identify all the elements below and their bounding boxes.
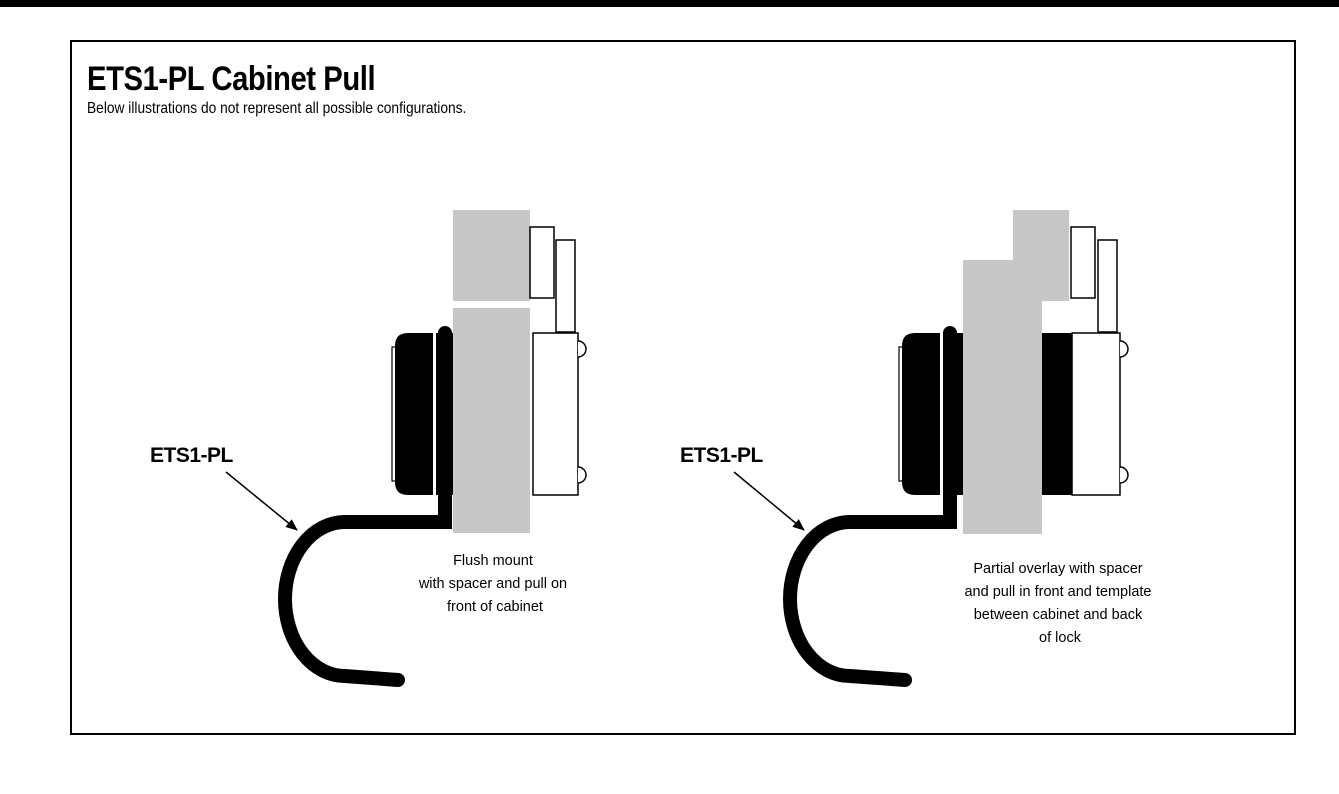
caption-line: front of cabinet (447, 599, 543, 615)
cabinet-panel-overlay (963, 260, 1042, 534)
cam-plate-long (1097, 239, 1118, 333)
cam-plate-short (1070, 226, 1096, 299)
ets1-pl-pull (783, 326, 957, 687)
template (1042, 333, 1072, 495)
lock-screw-bottom (577, 466, 587, 484)
cabinet-panel-lower (453, 308, 530, 533)
caption-line: and pull in front and template (964, 584, 1151, 600)
ets1-pl-pull (278, 326, 452, 687)
caption-line: of lock (1039, 630, 1082, 646)
lock-screw-bottom (1119, 466, 1129, 484)
caption-line: Flush mount (453, 553, 533, 569)
label-arrow (733, 471, 805, 531)
caption-line: Partial overlay with spacer (973, 561, 1142, 577)
page-title: ETS1-PL Cabinet Pull (87, 60, 376, 98)
cam-plate-short (529, 226, 555, 299)
figure-frame (70, 40, 1296, 735)
caption-line: between cabinet and back (974, 607, 1143, 623)
figure-caption: Partial overlay with spacer and pull in … (964, 561, 1155, 646)
caption-line: with spacer and pull on (418, 576, 567, 592)
keypad-edge-line (391, 346, 400, 482)
lock-keypad (902, 333, 940, 495)
cam-plate-long (555, 239, 576, 333)
cabinet-panel-upper (453, 210, 530, 301)
figure-partial-overlay: ETS1-PL Partial overlay with spacer and … (680, 210, 1155, 687)
figure-caption: Flush mount with spacer and pull on fron… (418, 553, 571, 615)
lock-screw-top (577, 340, 587, 358)
label-arrow (225, 471, 298, 531)
part-label: ETS1-PL (680, 444, 764, 467)
figure-flush-mount: ETS1-PL Flush mount with spacer and pull… (150, 210, 587, 687)
part-label: ETS1-PL (150, 444, 234, 467)
top-rule (0, 0, 1339, 7)
lock-body (1071, 332, 1121, 496)
lock-screw-top (1119, 340, 1129, 358)
keypad-edge-line (898, 346, 907, 482)
lock-body (532, 332, 579, 496)
lock-keypad (395, 333, 433, 495)
page-subtitle: Below illustrations do not represent all… (87, 100, 467, 117)
